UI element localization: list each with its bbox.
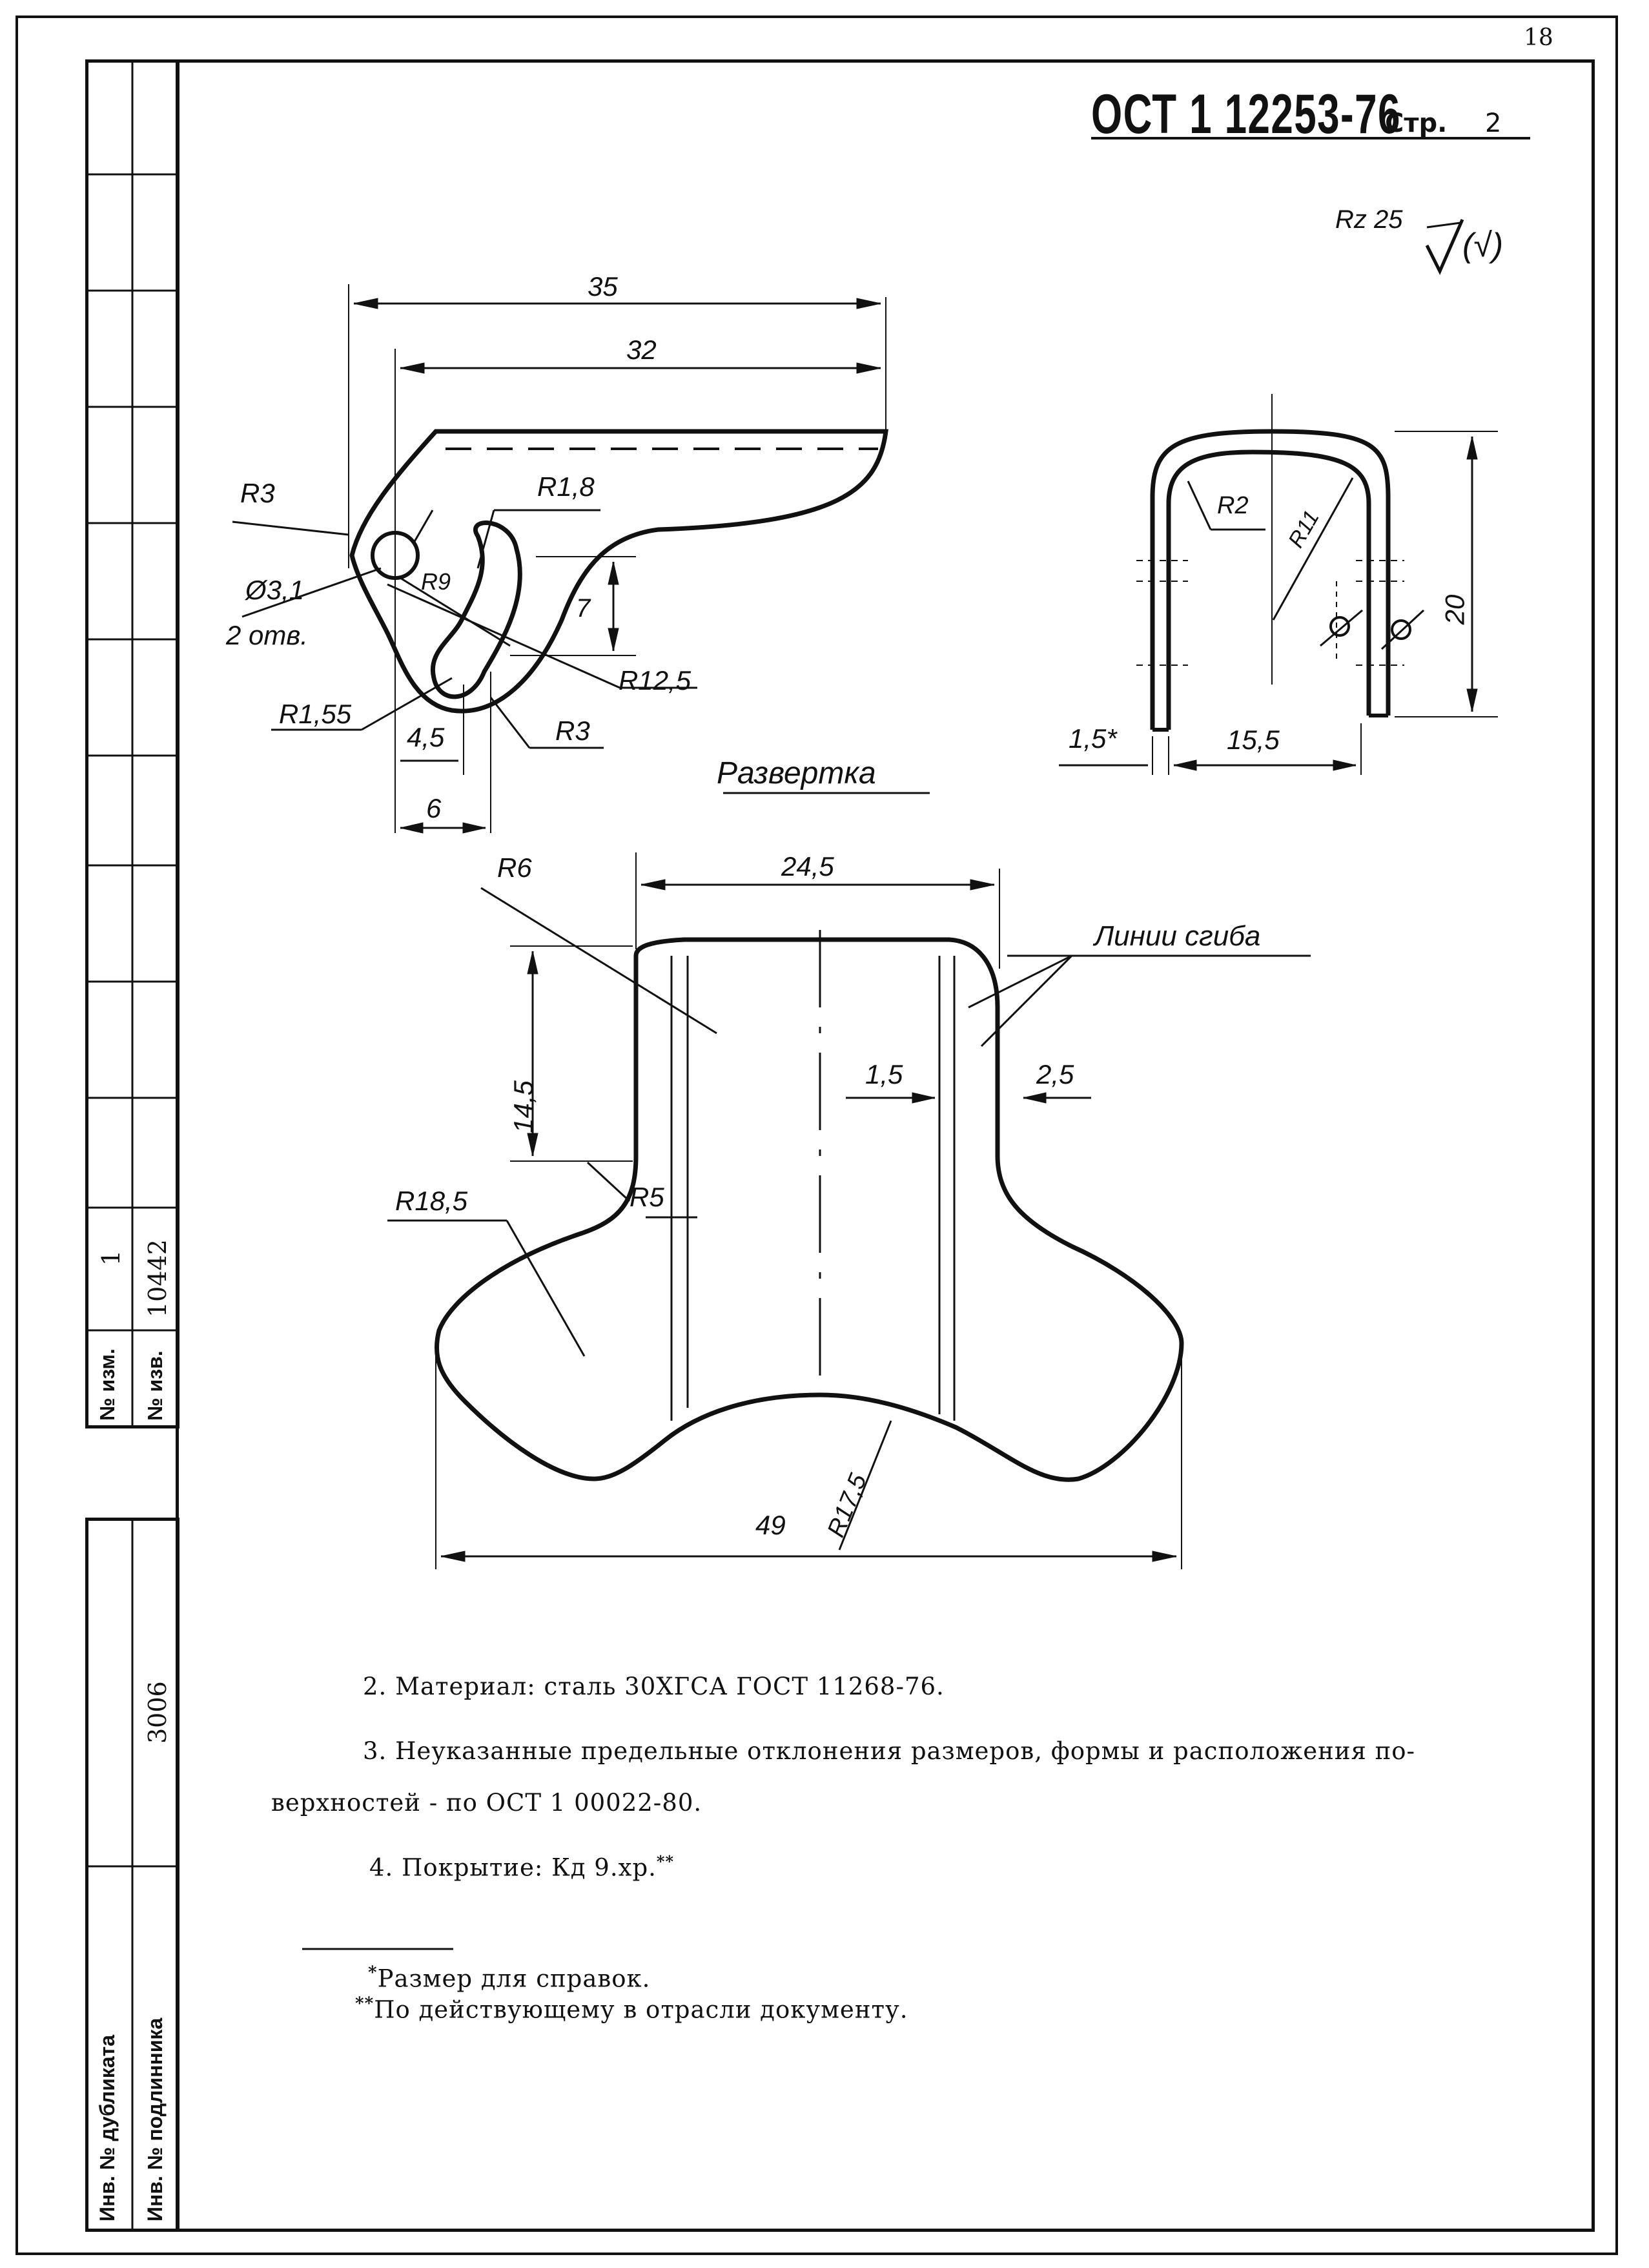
dim-r3-top: R3 [240, 478, 275, 508]
dim-1-5-ref: 1,5* [1069, 723, 1117, 754]
dim-r2: R2 [1217, 492, 1249, 519]
footnote-reference: *Размер для справок. [368, 1963, 650, 1992]
sheet-number: 18 [1524, 25, 1553, 51]
bend-lines-label: Линии сгиба [1094, 920, 1261, 952]
dim-r1-8: R1,8 [537, 471, 595, 502]
inventory-value: 3006 [143, 1681, 172, 1744]
note-coating-text: 4. Покрытие: Кд 9.хр. [369, 1853, 657, 1882]
part-view-top [232, 284, 930, 834]
note-tolerances-line2: верхностей - по ОСТ 1 00022-80. [271, 1789, 702, 1817]
footnote-2-text: По действующему в отрасли документу. [374, 1995, 908, 2024]
blank-development [387, 852, 1311, 1569]
dim-hole-diameter: Ø3,1 [245, 575, 305, 605]
part-view-side [1059, 394, 1498, 775]
dim-14-5: 14,5 [507, 1080, 538, 1133]
note-tolerances-line1: 3. Неуказанные предельные отклонения раз… [363, 1737, 1416, 1765]
dim-15-5: 15,5 [1227, 725, 1280, 755]
dim-1-5: 1,5 [865, 1059, 903, 1089]
page-number: 2 [1485, 108, 1502, 138]
note-material: 2. Материал: сталь 30ХГСА ГОСТ 11268-76. [363, 1673, 945, 1700]
dim-r3-bottom: R3 [555, 716, 590, 746]
notice-value: 10442 [143, 1239, 172, 1317]
dim-6: 6 [426, 793, 442, 823]
dim-r6: R6 [497, 852, 532, 883]
dim-24-5: 24,5 [781, 851, 834, 881]
dim-2-5: 2,5 [1036, 1059, 1074, 1089]
dim-hole-count: 2 отв. [226, 620, 308, 650]
dim-20: 20 [1439, 594, 1470, 625]
note-coating: 4. Покрытие: Кд 9.хр.** [369, 1852, 674, 1881]
dim-r18-5: R18,5 [395, 1186, 468, 1216]
dim-r12-5: R12,5 [619, 665, 691, 696]
dim-49: 49 [755, 1510, 786, 1540]
dim-r9: R9 [421, 568, 451, 595]
page-label: Стр. [1385, 108, 1448, 138]
rev-value: 1 [97, 1250, 125, 1266]
roughness-value: Rz 25 [1335, 205, 1403, 234]
footnote-2-mark: ** [355, 1994, 374, 2014]
dim-35: 35 [588, 271, 618, 302]
dim-4-5: 4,5 [407, 722, 445, 752]
duplicate-inventory-label: Инв. № дубликата [96, 2034, 119, 2222]
side-strip-grid [85, 59, 179, 2232]
outer-frame [15, 15, 1618, 2255]
note-coating-mark: ** [656, 1852, 675, 1871]
original-inventory-label: Инв. № подлинника [143, 2017, 167, 2222]
footnote-1-mark: * [368, 1963, 378, 1983]
dim-32: 32 [626, 335, 657, 365]
footnote-1-text: Размер для справок. [377, 1964, 651, 1993]
dim-7: 7 [576, 594, 591, 623]
dim-r5: R5 [630, 1182, 664, 1212]
notice-label: № изв. [143, 1350, 167, 1421]
dim-r1-55: R1,55 [279, 699, 352, 729]
footnote-industry-doc: **По действующему в отрасли документу. [355, 1994, 908, 2023]
rev-label: № изм. [96, 1348, 119, 1421]
roughness-symbol: (√) [1462, 227, 1504, 264]
roughness-check-icon [1425, 218, 1464, 275]
document-code: ОСТ 1 12253-76 [1091, 83, 1401, 145]
development-label: Развертка [717, 756, 876, 790]
